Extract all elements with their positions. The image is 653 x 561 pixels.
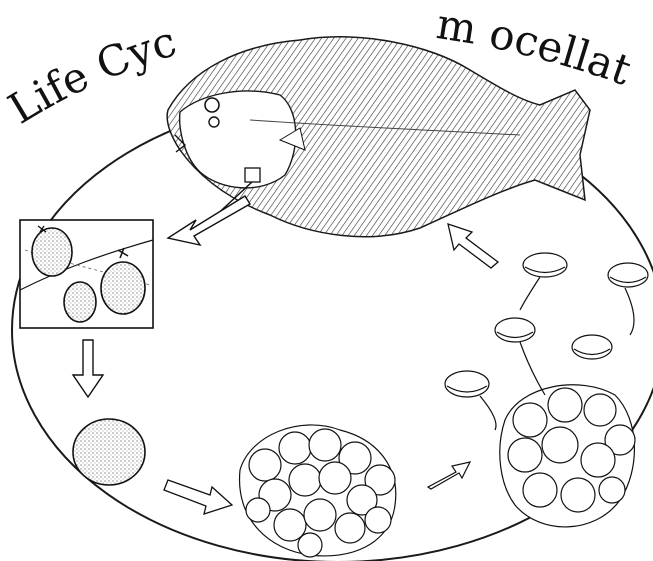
dinospore — [445, 371, 496, 430]
tomites-released-dinospores — [445, 253, 648, 527]
dinospore — [520, 253, 567, 310]
dinospore — [572, 335, 612, 359]
fish-eye — [205, 98, 219, 112]
tomont — [73, 419, 145, 485]
dinospore — [495, 318, 545, 395]
arrow-to-fish — [448, 224, 498, 268]
arrow-fish-to-gill — [168, 196, 250, 245]
dividing-tomont — [240, 425, 396, 557]
arrow-to-release — [428, 462, 470, 489]
trophonts-on-gill — [20, 220, 153, 328]
dinospore — [608, 263, 648, 335]
arrow-down — [73, 340, 103, 397]
title-part-1: Life Cyc — [0, 17, 182, 134]
diagram-title: Life Cyc — [0, 17, 182, 134]
arrow-to-division — [164, 480, 232, 514]
